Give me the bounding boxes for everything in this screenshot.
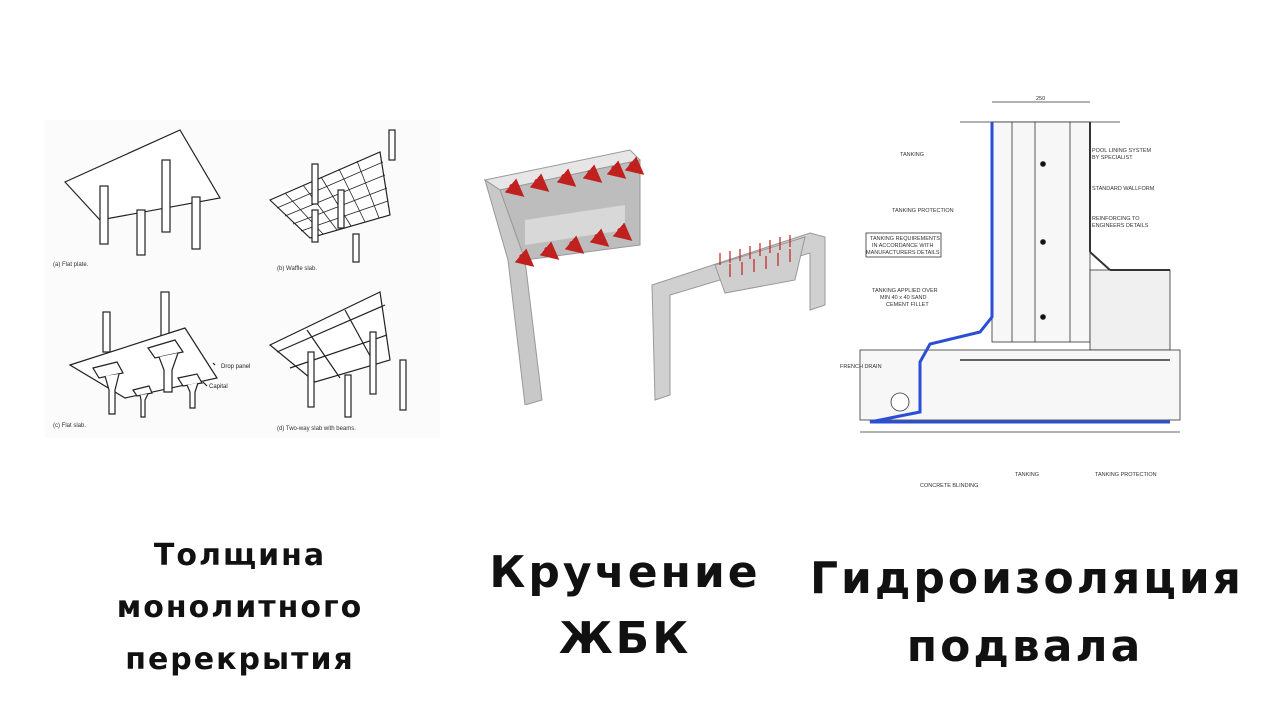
torsion-figure	[480, 145, 840, 406]
flat-slab-drawing	[68, 291, 218, 418]
labels: TANKING TANKING PROTECTION TANKING REQUI…	[840, 148, 1157, 489]
label-fillet-1: TANKING APPLIED OVER	[872, 288, 938, 294]
label-pool-lining-2: BY SPECIALIST	[1092, 155, 1133, 161]
title-basement-waterproofing: Гидроизоляция подвала	[810, 545, 1244, 681]
label-fillet-3: CEMENT FILLET	[886, 302, 929, 308]
label-requirements-3: MANUFACTURERS DETAILS	[866, 250, 940, 256]
two-way-slab-drawing	[268, 291, 407, 418]
label-reinforcing-1: REINFORCING TO	[1092, 216, 1140, 222]
title-line: Гидроизоляция	[810, 553, 1244, 604]
l-frame-beam	[483, 149, 642, 406]
label-requirements-1: TANKING REQUIREMENTS	[870, 236, 940, 242]
flat-plate-drawing	[63, 129, 221, 256]
slab-types-figure: (a) Flat plate. (b) Waffle slab. Drop	[45, 120, 440, 438]
caption-two-way-slab: (d) Two-way slab with beams.	[277, 426, 356, 432]
label-fillet-2: MIN 40 x 40 SAND	[880, 295, 926, 301]
title-line: перекрытия	[125, 642, 355, 677]
waffle-slab-drawing	[268, 129, 396, 263]
title-line: монолитного	[116, 590, 364, 625]
label-reinforcing-2: ENGINEERS DETAILS	[1092, 223, 1149, 229]
caption-flat-plate: (a) Flat plate.	[53, 262, 89, 268]
portal-frame-slab	[651, 232, 826, 401]
torsion-arrows-slab	[719, 235, 791, 277]
label-french-drain: FRENCH DRAIN	[840, 364, 882, 370]
label-pool-lining-1: POOL LINING SYSTEM	[1092, 148, 1152, 154]
label-capital: Capital	[209, 384, 228, 390]
label-requirements-2: IN ACCORDANCE WITH	[872, 243, 933, 249]
label-wallform: STANDARD WALLFORM	[1092, 186, 1155, 192]
label-tanking-bottom: TANKING	[1015, 472, 1039, 478]
label-tanking-protection: TANKING PROTECTION	[892, 208, 954, 214]
tanking-membrane	[869, 122, 1170, 424]
label-tanking-protection-bottom: TANKING PROTECTION	[1095, 472, 1157, 478]
caption-waffle-slab: (b) Waffle slab.	[277, 266, 317, 272]
title-line: ЖБК	[558, 613, 692, 664]
label-tanking: TANKING	[900, 152, 924, 158]
label-drop-panel: Drop panel	[221, 364, 250, 370]
basement-waterproofing-figure: 250 TANKING TANKING PROTECTION TANKING R…	[840, 92, 1200, 492]
title-line: подвала	[906, 621, 1144, 672]
caption-flat-slab: (c) Flat slab.	[53, 423, 86, 429]
title-slab-thickness: Толщина монолитного перекрытия	[80, 530, 400, 686]
torsion-arrows-top	[504, 156, 645, 267]
title-torsion: Кручение ЖБК	[470, 540, 780, 672]
label-concrete-blinding: CONCRETE BLINDING	[920, 483, 978, 489]
dimension-250: 250	[1036, 96, 1045, 102]
title-line: Кручение	[489, 547, 761, 598]
title-line: Толщина	[153, 538, 327, 573]
